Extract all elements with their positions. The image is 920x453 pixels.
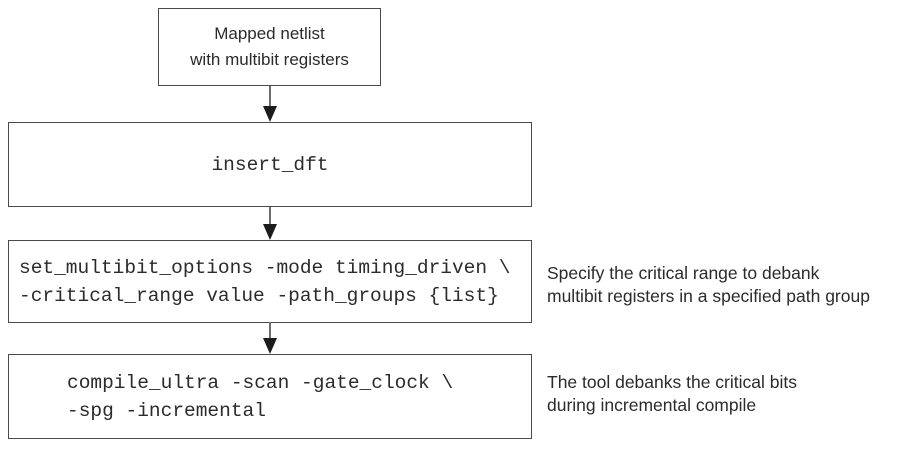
annotation-compile-ultra: The tool debanks the critical bits durin…: [547, 371, 797, 417]
node-insert-dft-command: insert_dft: [211, 153, 329, 176]
flow-arrow-3: [263, 322, 277, 354]
node-compile-ultra-line-1: compile_ultra -scan -gate_clock \: [67, 371, 454, 394]
annotation-line: Specify the critical range to debank: [547, 263, 820, 283]
node-mapped-netlist-line-1: Mapped netlist: [214, 24, 325, 43]
node-set-multibit-options-line-2: -critical_range value -path_groups {list…: [19, 284, 499, 307]
node-set-multibit-options-line-1: set_multibit_options -mode timing_driven…: [19, 256, 511, 279]
annotation-line: The tool debanks the critical bits: [547, 372, 797, 392]
node-compile-ultra: compile_ultra -scan -gate_clock \ -spg -…: [8, 354, 532, 439]
node-mapped-netlist: Mapped netlist with multibit registers: [158, 8, 381, 86]
arrow-down-icon: [263, 338, 277, 354]
node-compile-ultra-line-2: -spg -incremental: [67, 399, 266, 422]
annotation-line: multibit registers in a specified path g…: [547, 286, 870, 306]
annotation-set-multibit-options: Specify the critical range to debank mul…: [547, 262, 870, 308]
flow-arrow-1: [263, 86, 277, 122]
flow-arrow-2: [263, 207, 277, 240]
node-set-multibit-options: set_multibit_options -mode timing_driven…: [8, 240, 532, 323]
arrow-stem: [269, 322, 271, 338]
annotation-line: during incremental compile: [547, 395, 757, 415]
node-mapped-netlist-line-2: with multibit registers: [190, 50, 349, 69]
arrow-down-icon: [263, 224, 277, 240]
arrow-stem: [269, 207, 271, 224]
arrow-stem: [269, 86, 271, 106]
node-insert-dft: insert_dft: [8, 122, 532, 207]
arrow-down-icon: [263, 106, 277, 122]
